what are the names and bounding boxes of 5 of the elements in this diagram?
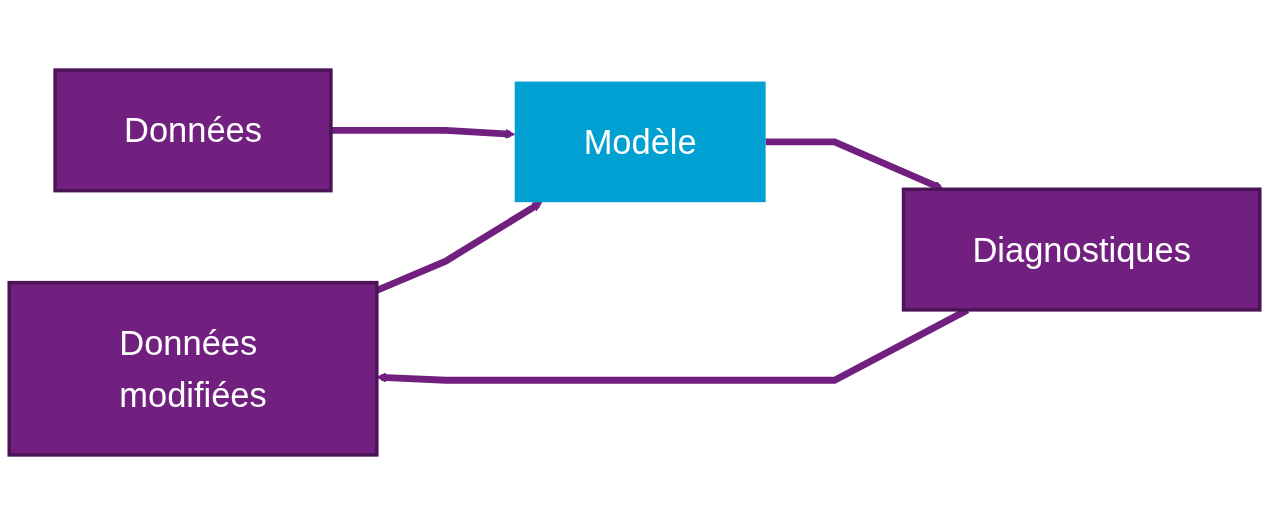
node-box: Données modifiées bbox=[7, 280, 379, 457]
arrow bbox=[330, 126, 516, 139]
node-box: Diagnostiques bbox=[901, 187, 1262, 312]
node-box: Modèle bbox=[514, 81, 766, 203]
node-box: Données bbox=[53, 68, 333, 193]
